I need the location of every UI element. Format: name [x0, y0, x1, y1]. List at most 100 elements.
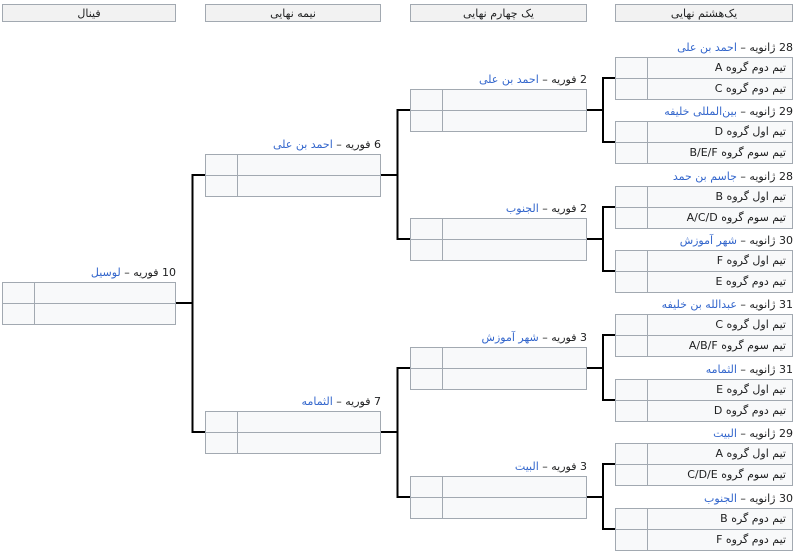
- match-date: 31 ژانویه: [749, 363, 793, 376]
- date-venue-separator: –: [736, 492, 750, 505]
- round-header-quarterfinal: یک چهارم نهایی: [410, 4, 587, 22]
- r16-team-slot: تیم سوم گروه B/E/F: [615, 142, 793, 164]
- venue-link[interactable]: الجنوب: [505, 202, 539, 215]
- venue-link[interactable]: البیت: [713, 427, 737, 440]
- venue-link[interactable]: احمد بن علی: [272, 138, 333, 151]
- round-header-round-of-16: یک‌هشتم نهایی: [615, 4, 793, 22]
- match-date: 3 فوریه: [551, 331, 587, 344]
- qf-team-slot: [410, 497, 587, 519]
- score-cell: [616, 143, 648, 163]
- venue-link[interactable]: عبدالله بن خلیفه: [661, 298, 737, 311]
- r16-team-slot: تیم اول گروه E: [615, 379, 793, 401]
- date-venue-separator: –: [538, 460, 552, 473]
- score-cell: [3, 283, 35, 303]
- qf-match-label: 2 فوریه – احمد بن علی: [410, 73, 587, 87]
- match-date: 30 ژانویه: [749, 234, 793, 247]
- r16-team-slot: تیم دوم گروه D: [615, 400, 793, 422]
- qf-match-label: 2 فوریه – الجنوب: [410, 202, 587, 216]
- match-date: 28 ژانویه: [749, 170, 793, 183]
- venue-link[interactable]: البیت: [514, 460, 539, 473]
- r16-team-slot: تیم سوم گروه A/C/D: [615, 207, 793, 229]
- venue-link[interactable]: شهر آموزش: [481, 331, 539, 344]
- date-venue-separator: –: [736, 298, 750, 311]
- date-venue-separator: –: [332, 395, 346, 408]
- qf-match-label: 3 فوریه – شهر آموزش: [410, 331, 587, 345]
- date-venue-separator: –: [120, 266, 134, 279]
- venue-link[interactable]: احمد بن علی: [478, 73, 539, 86]
- venue-link[interactable]: جاسم بن حمد: [672, 170, 737, 183]
- bracket-connector: [176, 174, 205, 433]
- venue-link[interactable]: لوسیل: [90, 266, 121, 279]
- bracket-connector: [587, 463, 615, 530]
- bracket-connector: [587, 77, 615, 143]
- match-date: 29 ژانویه: [749, 427, 793, 440]
- venue-link[interactable]: شهر آموزش: [679, 234, 737, 247]
- team-name: تیم دوم گروه D: [713, 404, 786, 417]
- sf-team-slot: [205, 175, 381, 197]
- team-name: تیم اول گروه A: [715, 447, 786, 460]
- r16-team-slot: تیم اول گروه D: [615, 121, 793, 143]
- team-name: تیم اول گروه E: [716, 383, 786, 396]
- date-venue-separator: –: [538, 331, 552, 344]
- final-team-slot: [2, 282, 176, 304]
- score-cell: [616, 509, 648, 529]
- r16-match-label: 30 ژانویه – الجنوب: [615, 492, 793, 506]
- score-cell: [411, 90, 443, 110]
- r16-team-slot: تیم سوم گروه C/D/E: [615, 464, 793, 486]
- sf-match-label: 6 فوریه – احمد بن علی: [205, 138, 381, 152]
- venue-link[interactable]: بین‌المللی خلیفه: [664, 105, 737, 118]
- r16-team-slot: تیم دوم گروه E: [615, 271, 793, 293]
- venue-link[interactable]: الثمامه: [705, 363, 737, 376]
- r16-match-label: 28 ژانویه – جاسم بن حمد: [615, 170, 793, 184]
- date-venue-separator: –: [736, 234, 750, 247]
- score-cell: [411, 477, 443, 497]
- r16-team-slot: تیم دوم گروه C: [615, 78, 793, 100]
- r16-team-slot: تیم اول گروه C: [615, 314, 793, 336]
- match-date: 2 فوریه: [551, 73, 587, 86]
- team-name: تیم دوم گره B: [720, 512, 786, 525]
- match-date: 29 ژانویه: [749, 105, 793, 118]
- team-name: تیم دوم گروه C: [714, 82, 786, 95]
- r16-team-slot: تیم دوم گره B: [615, 508, 793, 530]
- score-cell: [411, 348, 443, 368]
- r16-match-label: 31 ژانویه – عبدالله بن خلیفه: [615, 298, 793, 312]
- bracket-connector: [381, 367, 410, 498]
- qf-team-slot: [410, 110, 587, 132]
- match-date: 30 ژانویه: [749, 492, 793, 505]
- match-date: 2 فوریه: [551, 202, 587, 215]
- score-cell: [411, 369, 443, 389]
- score-cell: [616, 336, 648, 356]
- team-name: تیم دوم گروه E: [715, 275, 786, 288]
- venue-link[interactable]: احمد بن علی: [677, 41, 737, 54]
- r16-match-label: 31 ژانویه – الثمامه: [615, 363, 793, 377]
- score-cell: [616, 58, 648, 78]
- score-cell: [411, 111, 443, 131]
- team-name: تیم سوم گروه B/E/F: [689, 146, 786, 159]
- date-venue-separator: –: [736, 427, 750, 440]
- score-cell: [206, 176, 238, 196]
- r16-match-label: 30 ژانویه – شهر آموزش: [615, 234, 793, 248]
- score-cell: [616, 79, 648, 99]
- score-cell: [616, 251, 648, 271]
- score-cell: [3, 304, 35, 324]
- qf-team-slot: [410, 218, 587, 240]
- score-cell: [206, 155, 238, 175]
- sf-team-slot: [205, 154, 381, 176]
- final-team-slot: [2, 303, 176, 325]
- venue-link[interactable]: الثمامه: [301, 395, 333, 408]
- round-header-final: فینال: [2, 4, 176, 22]
- qf-team-slot: [410, 347, 587, 369]
- score-cell: [616, 380, 648, 400]
- qf-team-slot: [410, 89, 587, 111]
- venue-link[interactable]: الجنوب: [704, 492, 737, 505]
- r16-team-slot: تیم اول گروه F: [615, 250, 793, 272]
- match-date: 10 فوریه: [133, 266, 176, 279]
- score-cell: [206, 412, 238, 432]
- score-cell: [616, 530, 648, 550]
- team-name: تیم اول گروه C: [715, 318, 786, 331]
- score-cell: [616, 272, 648, 292]
- date-venue-separator: –: [736, 41, 750, 54]
- qf-team-slot: [410, 239, 587, 261]
- qf-match-label: 3 فوریه – البیت: [410, 460, 587, 474]
